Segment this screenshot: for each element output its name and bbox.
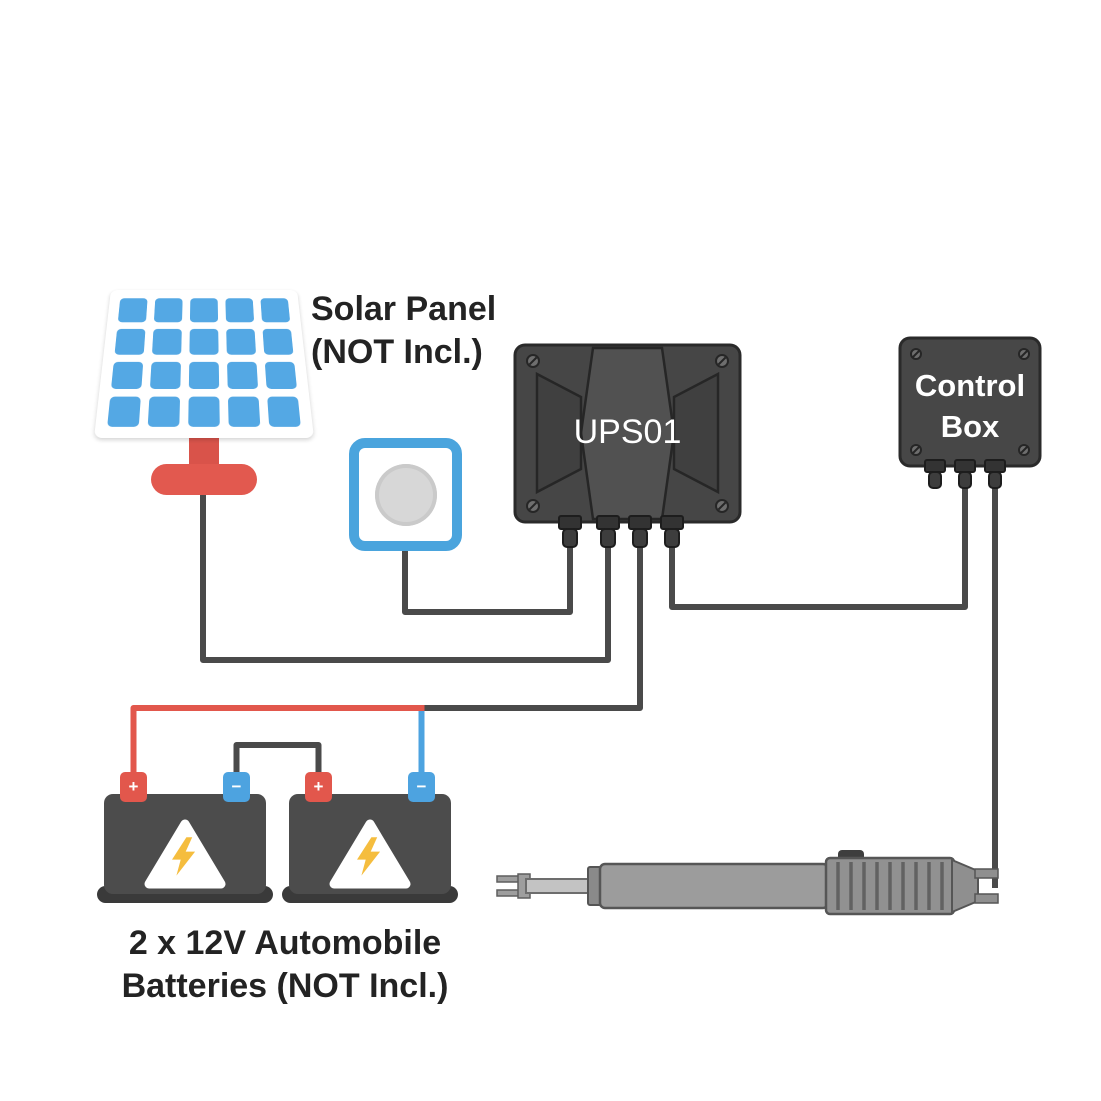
solar-cell <box>262 328 294 355</box>
batteries-label: 2 x 12V Automobile Batteries (NOT Incl.) <box>85 922 485 1008</box>
battery-positive-terminal: + <box>305 772 332 802</box>
solar-cell <box>267 396 301 427</box>
solar-cell <box>189 298 219 323</box>
solar-cell <box>147 396 181 427</box>
lightning-warning-icon <box>329 819 411 889</box>
ups-right-facet <box>672 371 720 495</box>
minus-icon: − <box>416 777 427 796</box>
minus-icon: − <box>231 777 242 796</box>
battery-negative-terminal: − <box>408 772 435 802</box>
solar-cell <box>260 298 291 323</box>
solar-panel-array <box>94 290 314 438</box>
wire-solar-to-ups <box>200 470 611 663</box>
solar-cell <box>188 396 220 427</box>
actuator-rear-fork <box>974 893 999 904</box>
solar-cell <box>227 396 261 427</box>
wall-outlet <box>349 438 462 551</box>
control-box-label-line1: Control <box>914 368 1026 403</box>
battery-2: + − <box>282 772 458 906</box>
wire-ups-to-controlbox <box>669 478 968 610</box>
solar-cell <box>149 361 181 390</box>
solar-cell <box>114 328 146 355</box>
battery-positive-terminal: + <box>120 772 147 802</box>
solar-cell <box>117 298 148 323</box>
ups-label: UPS01 <box>573 413 682 451</box>
control-box-cable-glands <box>924 459 1006 489</box>
lightning-bolt-icon <box>172 837 196 876</box>
solar-cell <box>264 361 298 390</box>
solar-cell <box>151 328 182 355</box>
solar-panel-label-line1: Solar Panel <box>311 290 497 328</box>
plus-icon: + <box>313 777 324 796</box>
ups-cable-glands <box>558 515 684 548</box>
solar-cell <box>226 328 257 355</box>
solar-cell <box>227 361 259 390</box>
solar-cell <box>189 328 219 355</box>
ups-box <box>513 343 742 548</box>
solar-panel-label-line2: (NOT Incl.) <box>311 332 483 371</box>
screw-icon <box>910 348 1030 456</box>
solar-cell <box>225 298 255 323</box>
outlet-socket <box>374 463 437 526</box>
screw-icon <box>526 354 729 513</box>
actuator-rear-fork <box>974 868 999 879</box>
linear-actuator <box>496 850 999 916</box>
wires <box>130 470 998 888</box>
actuator-ribs <box>836 862 944 910</box>
actuator-rear-taper <box>951 858 979 914</box>
wire-outlet-to-ups <box>402 540 573 615</box>
battery-1: + − <box>97 772 273 906</box>
lightning-bolt-icon <box>357 837 381 876</box>
solar-panel-label: Solar Panel (NOT Incl.) <box>311 288 496 374</box>
wire-battery-to-ups <box>421 540 643 711</box>
solar-panel-base <box>151 464 257 495</box>
solar-cell <box>110 361 144 390</box>
battery-negative-terminal: − <box>223 772 250 802</box>
wire-battery-positive <box>130 705 425 778</box>
solar-panel <box>94 252 314 502</box>
batteries-label-line2: Batteries (NOT Incl.) <box>121 966 449 1005</box>
plus-icon: + <box>128 777 139 796</box>
solar-cell <box>107 396 141 427</box>
batteries-label-line1: 2 x 12V Automobile <box>128 924 442 962</box>
solar-cell <box>153 298 183 323</box>
lightning-warning-icon <box>144 819 226 889</box>
ups-left-facet <box>535 371 583 495</box>
actuator-body <box>598 862 830 910</box>
control-box <box>898 336 1042 489</box>
wire-battery-jumper <box>233 742 322 778</box>
control-box-label: Control Box <box>900 366 1040 448</box>
solar-cell <box>188 361 220 390</box>
control-box-label-line2: Box <box>940 408 1000 444</box>
